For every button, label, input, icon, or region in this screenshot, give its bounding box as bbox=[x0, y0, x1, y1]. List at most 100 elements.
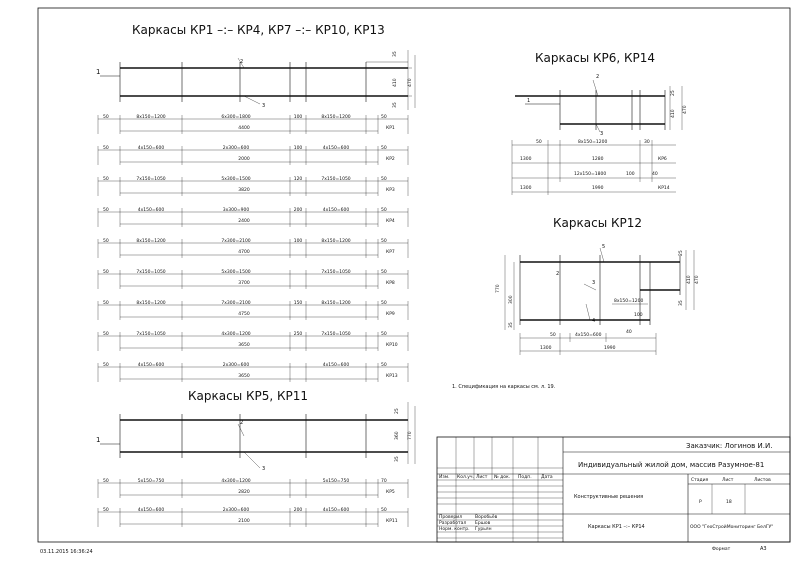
row-span-1: 8x150=1200 bbox=[136, 238, 165, 244]
stamp-col-ndoc: № док. bbox=[494, 474, 510, 480]
kr6-dim-top: 25 bbox=[670, 90, 676, 96]
main-dim-mid: 410 bbox=[392, 78, 398, 87]
footer-format: А3 bbox=[760, 546, 767, 552]
stamp-name-norm: Гурьян bbox=[475, 526, 492, 532]
stamp-project: Индивидуальный жилой дом, массив Разумно… bbox=[578, 461, 764, 469]
stamp-company: ООО "ГеоСтройМониторинг БелГУ" bbox=[690, 523, 773, 530]
stamp-col-podp: Подп. bbox=[518, 474, 532, 480]
kr12-bot-total: 1990 bbox=[604, 345, 616, 351]
kr12-dim-left-total: 770 bbox=[495, 284, 501, 293]
kr5-dim-mid: 360 bbox=[394, 431, 400, 440]
row-span-1: 4x150=600 bbox=[138, 207, 165, 213]
row-total: 3650 bbox=[238, 342, 250, 348]
kr6-leader-2: 2 bbox=[596, 74, 599, 80]
stamp-hdr-stage: Стадия bbox=[691, 477, 709, 483]
kr12-dim-left-bot: 35 bbox=[508, 322, 514, 328]
row-right-margin: 50 bbox=[381, 269, 387, 275]
stamp-role-dev: Разработал bbox=[439, 520, 466, 526]
row-span-1: 5x150=750 bbox=[138, 478, 165, 484]
kr6-r1-mark: КР6 bbox=[658, 156, 667, 162]
kr12-leader-5: 5 bbox=[602, 244, 605, 250]
stamp-col-data: Дата bbox=[541, 474, 553, 480]
row-total: 4400 bbox=[238, 125, 250, 131]
row-span-2: 2x300=600 bbox=[223, 507, 250, 513]
row-mark: КР9 bbox=[386, 311, 395, 317]
row-right-margin: 50 bbox=[381, 362, 387, 368]
row-span-1: 7x150=1050 bbox=[136, 269, 165, 275]
row-right-margin: 50 bbox=[381, 331, 387, 337]
kr6-r1-s1: 8x150=1200 bbox=[578, 139, 607, 145]
row-span-4: 7x150=1050 bbox=[321, 331, 350, 337]
kr12-bot-off: 1300 bbox=[540, 345, 552, 351]
row-total: 4700 bbox=[238, 249, 250, 255]
stamp-role-check: Проверил bbox=[439, 514, 462, 520]
kr12-dim-left-mid: 300 bbox=[508, 295, 514, 304]
row-mark: КР2 bbox=[386, 156, 395, 162]
kr6-r2-total: 1990 bbox=[592, 185, 604, 191]
main-dim-top: 35 bbox=[392, 51, 398, 57]
kr12-inner-s3: 40 bbox=[626, 329, 632, 335]
row-span-2: 5x300=1500 bbox=[221, 269, 250, 275]
stamp-hdr-sheets: Листов bbox=[754, 477, 771, 483]
row-span-3: 100 bbox=[294, 145, 303, 151]
row-span-1: 8x150=1200 bbox=[136, 300, 165, 306]
row-left-margin: 50 bbox=[103, 114, 109, 120]
row-mark: КР13 bbox=[386, 373, 398, 379]
kr12-inner-s2: 100 bbox=[634, 312, 643, 318]
kr12-elevation: 5 2 3 4 770 300 35 25 410 470 35 8x150=1… bbox=[495, 244, 700, 355]
row-span-3: 150 bbox=[294, 300, 303, 306]
kr6-r1-total: 1280 bbox=[592, 156, 604, 162]
row-span-4: 8x150=1200 bbox=[321, 300, 350, 306]
kr5-dim-bot: 35 bbox=[394, 456, 400, 462]
kr12-dim-v1: 25 bbox=[678, 250, 684, 256]
kr12-inner-s1: 8x150=1200 bbox=[614, 298, 643, 304]
stamp-col-kolu: Кол.уч. bbox=[457, 474, 474, 480]
row-span-2: 4x300=1200 bbox=[221, 478, 250, 484]
leader-1: 1 bbox=[96, 68, 100, 76]
footer-datetime: 03.11.2015 16:36:24 bbox=[40, 549, 93, 555]
row-left-margin: 50 bbox=[103, 362, 109, 368]
kr12-dim-right-bot: 35 bbox=[678, 300, 684, 306]
kr6-r2-s1: 12x150=1800 bbox=[574, 171, 606, 177]
title-frames-kr6: Каркасы КР6, КР14 bbox=[535, 51, 655, 65]
row-span-1: 4x150=600 bbox=[138, 362, 165, 368]
kr6-leader-3: 3 bbox=[600, 131, 603, 137]
main-elevation: 1 2 3 35 410 35 470 bbox=[96, 50, 416, 110]
row-span-3: 120 bbox=[294, 176, 303, 182]
row-mark: КР1 bbox=[386, 125, 395, 131]
row-span-1: 7x150=1050 bbox=[136, 331, 165, 337]
row-right-margin: 50 bbox=[381, 145, 387, 151]
row-span-4: 4x150=600 bbox=[323, 207, 350, 213]
row-span-3: 200 bbox=[294, 507, 303, 513]
row-total: 3700 bbox=[238, 280, 250, 286]
kr6-elevation: 1 2 3 25 410 470 50 8x150=1200 30 1300 1… bbox=[511, 74, 688, 195]
row-span-1: 4x150=600 bbox=[138, 145, 165, 151]
kr6-r1-right: 30 bbox=[644, 139, 650, 145]
sheet-frame bbox=[37, 7, 791, 543]
kr5-elevation: 1 2 3 25 360 35 770 bbox=[96, 402, 416, 472]
row-mark: КР4 bbox=[386, 218, 395, 224]
row-span-4: 7x150=1050 bbox=[321, 176, 350, 182]
row-span-2: 2x300=600 bbox=[223, 145, 250, 151]
row-span-1: 8x150=1200 bbox=[136, 114, 165, 120]
stamp-sheet: 18 bbox=[726, 499, 732, 505]
row-span-2: 2x300=600 bbox=[223, 362, 250, 368]
row-total: 3650 bbox=[238, 373, 250, 379]
kr12-dim-v2: 410 bbox=[686, 275, 692, 284]
row-right-margin: 50 bbox=[381, 176, 387, 182]
row-total: 3820 bbox=[238, 187, 250, 193]
kr12-leader-3: 3 bbox=[592, 280, 595, 286]
stamp-col-izm: Изм. bbox=[439, 474, 450, 480]
row-right-margin: 50 bbox=[381, 300, 387, 306]
row-span-3: 250 bbox=[294, 331, 303, 337]
stamp-name-dev: Ершов bbox=[475, 520, 491, 526]
row-left-margin: 50 bbox=[103, 507, 109, 513]
row-left-margin: 50 bbox=[103, 207, 109, 213]
row-right-margin: 50 bbox=[381, 238, 387, 244]
row-span-2: 6x300=1800 bbox=[221, 114, 250, 120]
